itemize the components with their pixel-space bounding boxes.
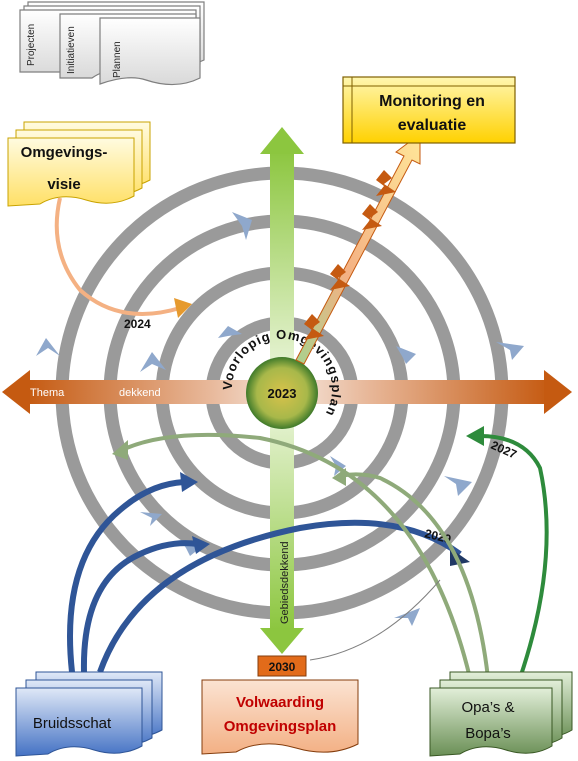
chevron-icon bbox=[218, 326, 242, 338]
chevron-icon bbox=[444, 476, 472, 496]
omgevingsvisie-line2: visie bbox=[47, 176, 80, 193]
doc-initiatieven-label: Initiatieven bbox=[66, 26, 77, 74]
dekkend-label: dekkend bbox=[119, 387, 161, 399]
arrow-head-icon bbox=[332, 468, 346, 486]
chevron-icon bbox=[140, 352, 166, 372]
volwaarding-line1: Volwaarding bbox=[236, 694, 324, 711]
arrow-2024 bbox=[54, 197, 181, 316]
gebiedsdekkend-label: Gebiedsdekkend bbox=[279, 541, 291, 624]
arrow-2024-head-icon bbox=[174, 298, 192, 318]
monitoring-line1: Monitoring en bbox=[379, 93, 485, 110]
volwaarding-doc bbox=[201, 679, 359, 755]
year-2024: 2024 bbox=[124, 317, 151, 331]
opas-bopas-doc-stack bbox=[429, 671, 573, 757]
omgevingsvisie-line1: Omgevings- bbox=[21, 144, 108, 161]
center-year: 2023 bbox=[268, 386, 297, 401]
chevron-icon bbox=[394, 608, 420, 626]
year-2030-box bbox=[257, 655, 307, 677]
bruidsschat-arrows bbox=[67, 479, 462, 674]
opas-line1: Opa’s & bbox=[461, 699, 514, 716]
document-stack-icon bbox=[19, 1, 205, 86]
thema-label: Thema bbox=[30, 387, 65, 399]
ring-chevrons bbox=[36, 212, 524, 626]
chevron-icon bbox=[496, 342, 524, 360]
chevron-icon bbox=[36, 338, 60, 356]
opas-line2: Bopa’s bbox=[465, 725, 511, 742]
volwaarding-line2: Omgevingsplan bbox=[224, 718, 337, 735]
monitoring-box bbox=[342, 76, 516, 144]
monitoring-line2: evaluatie bbox=[398, 117, 467, 134]
center-2023-circle bbox=[246, 357, 318, 429]
bruidsschat-doc-stack bbox=[15, 671, 163, 757]
year-2030: 2030 bbox=[269, 660, 296, 674]
arrow-head-icon bbox=[466, 426, 484, 446]
arrow-head-icon bbox=[192, 536, 210, 554]
monitoring-diagonal-arrow bbox=[295, 133, 421, 365]
arrow-head-icon bbox=[112, 440, 128, 460]
omgevingsvisie-doc-stack bbox=[7, 121, 151, 207]
bruidsschat-label: Bruidsschat bbox=[33, 715, 112, 732]
doc-projecten-label: Projecten bbox=[26, 24, 37, 66]
chevron-icon bbox=[396, 346, 416, 364]
opas-bopas-arrows bbox=[121, 432, 549, 679]
chevron-icon bbox=[140, 512, 162, 526]
chevron-icon bbox=[232, 212, 252, 240]
doc-plannen-label: Plannen bbox=[112, 41, 123, 78]
arrow-head-icon bbox=[180, 472, 198, 492]
